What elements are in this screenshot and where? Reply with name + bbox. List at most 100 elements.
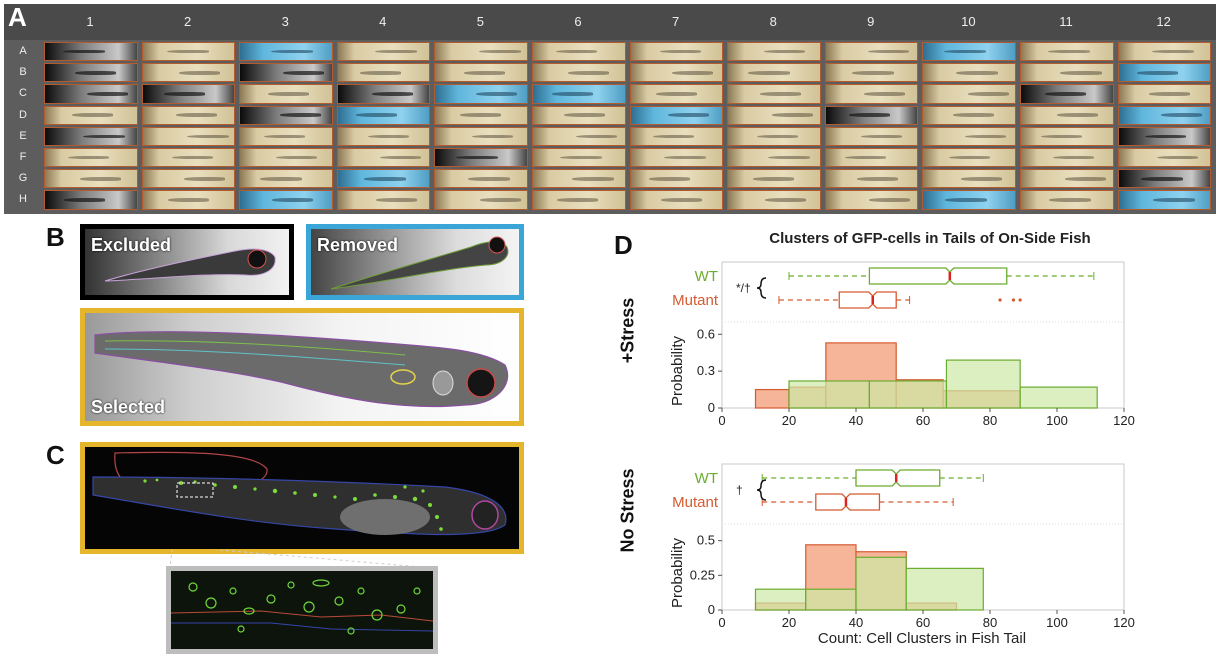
well-C2[interactable] xyxy=(141,84,236,104)
well-G11[interactable] xyxy=(1020,169,1114,189)
well-B11[interactable] xyxy=(1020,63,1114,83)
well-C8[interactable] xyxy=(727,84,821,104)
well-F9[interactable] xyxy=(824,148,919,168)
well-A4[interactable] xyxy=(336,42,431,62)
well-B3[interactable] xyxy=(239,63,333,83)
well-E12[interactable] xyxy=(1117,126,1212,146)
well-E7[interactable] xyxy=(629,126,724,146)
well-C5[interactable] xyxy=(434,84,528,104)
well-A5[interactable] xyxy=(434,42,528,62)
well-fish xyxy=(1053,155,1095,160)
well-C7[interactable] xyxy=(629,84,724,104)
well-F6[interactable] xyxy=(532,148,626,168)
well-G1[interactable] xyxy=(44,169,138,189)
well-E6[interactable] xyxy=(532,126,626,146)
well-G7[interactable] xyxy=(629,169,724,189)
well-fish xyxy=(576,134,618,139)
well-C4[interactable] xyxy=(336,84,431,104)
well-D5[interactable] xyxy=(434,105,528,125)
well-D4[interactable] xyxy=(336,105,431,125)
well-E9[interactable] xyxy=(824,126,919,146)
well-C1[interactable] xyxy=(44,84,138,104)
well-E2[interactable] xyxy=(141,126,236,146)
well-G10[interactable] xyxy=(922,169,1016,189)
well-B1[interactable] xyxy=(44,63,138,83)
well-H8[interactable] xyxy=(727,190,821,210)
well-H7[interactable] xyxy=(629,190,724,210)
well-F12[interactable] xyxy=(1117,148,1212,168)
well-E8[interactable] xyxy=(727,126,821,146)
well-H11[interactable] xyxy=(1020,190,1114,210)
well-D8[interactable] xyxy=(727,105,821,125)
well-H2[interactable] xyxy=(141,190,236,210)
well-H6[interactable] xyxy=(532,190,626,210)
well-H12[interactable] xyxy=(1117,190,1212,210)
well-G8[interactable] xyxy=(727,169,821,189)
well-A3[interactable] xyxy=(239,42,333,62)
well-A9[interactable] xyxy=(824,42,919,62)
well-D7[interactable] xyxy=(629,105,724,125)
well-A1[interactable] xyxy=(44,42,138,62)
well-A7[interactable] xyxy=(629,42,724,62)
well-B4[interactable] xyxy=(336,63,431,83)
well-D3[interactable] xyxy=(239,105,333,125)
well-A6[interactable] xyxy=(532,42,626,62)
well-E3[interactable] xyxy=(239,126,333,146)
well-C6[interactable] xyxy=(532,84,626,104)
well-F10[interactable] xyxy=(922,148,1016,168)
well-E11[interactable] xyxy=(1020,126,1114,146)
well-fish xyxy=(171,155,214,160)
well-D1[interactable] xyxy=(44,105,138,125)
well-C10[interactable] xyxy=(922,84,1016,104)
well-B6[interactable] xyxy=(532,63,626,83)
well-B8[interactable] xyxy=(727,63,821,83)
well-A2[interactable] xyxy=(141,42,236,62)
well-C12[interactable] xyxy=(1117,84,1212,104)
well-B2[interactable] xyxy=(141,63,236,83)
well-C11[interactable] xyxy=(1020,84,1114,104)
well-B9[interactable] xyxy=(824,63,919,83)
well-G3[interactable] xyxy=(239,169,333,189)
well-D6[interactable] xyxy=(532,105,626,125)
well-F3[interactable] xyxy=(239,148,333,168)
well-G6[interactable] xyxy=(532,169,626,189)
well-C9[interactable] xyxy=(824,84,919,104)
well-E1[interactable] xyxy=(44,126,138,146)
well-E5[interactable] xyxy=(434,126,528,146)
well-H10[interactable] xyxy=(922,190,1016,210)
well-A12[interactable] xyxy=(1117,42,1212,62)
well-B10[interactable] xyxy=(922,63,1016,83)
well-C3[interactable] xyxy=(239,84,333,104)
well-B5[interactable] xyxy=(434,63,528,83)
well-G12[interactable] xyxy=(1117,169,1212,189)
well-D9[interactable] xyxy=(824,105,919,125)
well-F8[interactable] xyxy=(727,148,821,168)
well-G4[interactable] xyxy=(336,169,431,189)
well-G9[interactable] xyxy=(824,169,919,189)
well-H4[interactable] xyxy=(336,190,431,210)
well-D12[interactable] xyxy=(1117,105,1212,125)
well-G5[interactable] xyxy=(434,169,528,189)
well-D11[interactable] xyxy=(1020,105,1114,125)
well-F7[interactable] xyxy=(629,148,724,168)
well-B7[interactable] xyxy=(629,63,724,83)
well-B12[interactable] xyxy=(1117,63,1212,83)
well-A10[interactable] xyxy=(922,42,1016,62)
well-D10[interactable] xyxy=(922,105,1016,125)
well-F2[interactable] xyxy=(141,148,236,168)
well-F11[interactable] xyxy=(1020,148,1114,168)
well-F1[interactable] xyxy=(44,148,138,168)
well-E4[interactable] xyxy=(336,126,431,146)
well-A11[interactable] xyxy=(1020,42,1114,62)
well-A8[interactable] xyxy=(727,42,821,62)
well-F5[interactable] xyxy=(434,148,528,168)
well-H9[interactable] xyxy=(824,190,919,210)
well-G2[interactable] xyxy=(141,169,236,189)
well-D2[interactable] xyxy=(141,105,236,125)
zoom-clusters xyxy=(188,579,421,635)
well-H3[interactable] xyxy=(239,190,333,210)
well-H5[interactable] xyxy=(434,190,528,210)
well-F4[interactable] xyxy=(336,148,431,168)
well-H1[interactable] xyxy=(44,190,138,210)
well-E10[interactable] xyxy=(922,126,1016,146)
